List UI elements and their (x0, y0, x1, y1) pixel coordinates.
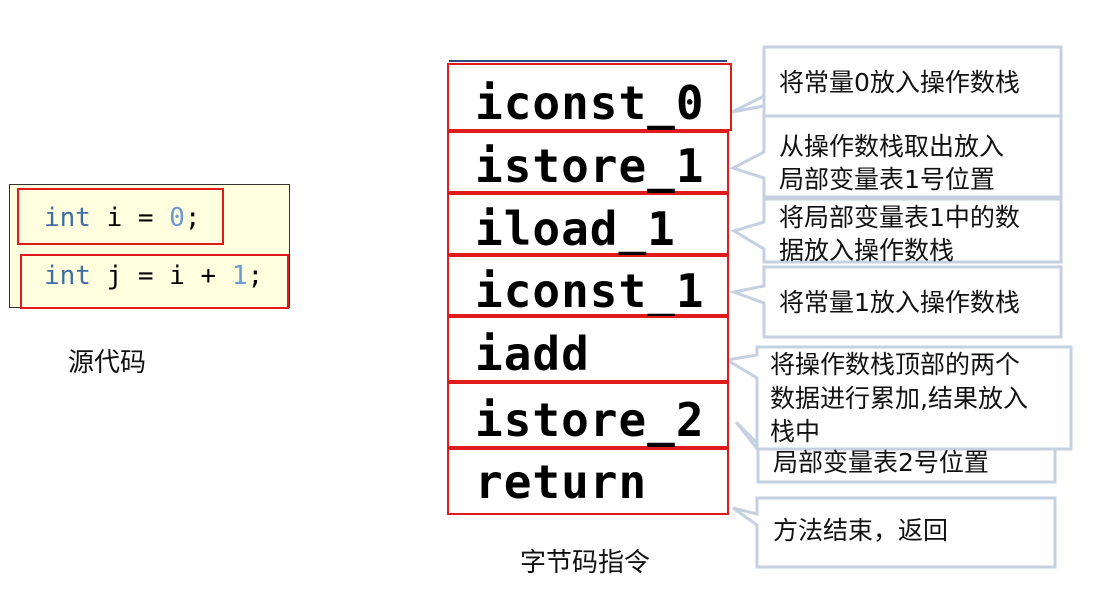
bytecode-instruction: iload_1 (475, 202, 676, 256)
note-5-line-3: 栈中 (770, 417, 821, 446)
keyword-int: int (44, 261, 91, 291)
bytecode-instruction: return (475, 455, 648, 509)
code-line-2-highlight (20, 254, 289, 309)
callout-4 (728, 265, 1063, 339)
keyword-int: int (44, 203, 91, 233)
semicolon: ; (247, 261, 264, 291)
note-7-line-1: 方法结束，返回 (773, 516, 949, 545)
bytecode-row-1: iconst_0 (447, 63, 732, 131)
code-text: i = (90, 203, 170, 233)
source-code-panel: int i = 0; int j = i + 1; (9, 184, 290, 308)
semicolon: ; (184, 203, 201, 233)
note-6-line-1: 局部变量表2号位置 (773, 448, 989, 477)
bytecode-row-7: return (447, 448, 729, 515)
callout-5 (722, 345, 1073, 451)
bytecode-instruction: istore_2 (475, 393, 705, 447)
note-5-line-2: 数据进行累加,结果放入 (770, 384, 1028, 413)
note-5-line-1: 将操作数栈顶部的两个 (770, 350, 1021, 379)
note-2-line-2: 局部变量表1号位置 (779, 165, 995, 194)
bytecode-row-6: istore_2 (447, 382, 729, 448)
number-literal: 0 (169, 203, 185, 233)
note-2-line-1: 从操作数栈取出放入 (779, 132, 1005, 161)
bytecode-row-4: iconst_1 (447, 255, 729, 316)
bytecode-row-2: istore_1 (447, 131, 729, 193)
bytecode-instruction: iadd (475, 327, 590, 381)
callout-1 (731, 45, 1063, 128)
note-3-line-2: 据放入操作数栈 (779, 236, 955, 265)
callout-7 (732, 496, 1057, 569)
bytecode-row-5: iadd (447, 316, 729, 382)
bytecode-top-border (449, 60, 727, 62)
bytecode-instruction: istore_1 (475, 139, 705, 193)
callout-3 (730, 197, 1063, 264)
code-text: j = i + (90, 261, 232, 291)
source-caption: 源代码 (68, 348, 147, 378)
callout-2 (729, 114, 1063, 199)
bytecode-row-3: iload_1 (447, 193, 729, 255)
note-1-line-1: 将常量0放入操作数栈 (779, 68, 1020, 97)
code-line-1-highlight (17, 188, 224, 245)
number-literal: 1 (231, 261, 248, 291)
bytecode-instruction: iconst_1 (475, 264, 705, 318)
code-line-1: int i = 0; (44, 203, 201, 233)
note-3-line-1: 将局部变量表1中的数 (779, 203, 1020, 232)
bytecode-instruction: iconst_0 (475, 76, 705, 130)
code-line-2: int j = i + 1; (44, 261, 263, 291)
bytecode-caption: 字节码指令 (520, 548, 651, 578)
note-4-line-1: 将常量1放入操作数栈 (779, 288, 1020, 317)
